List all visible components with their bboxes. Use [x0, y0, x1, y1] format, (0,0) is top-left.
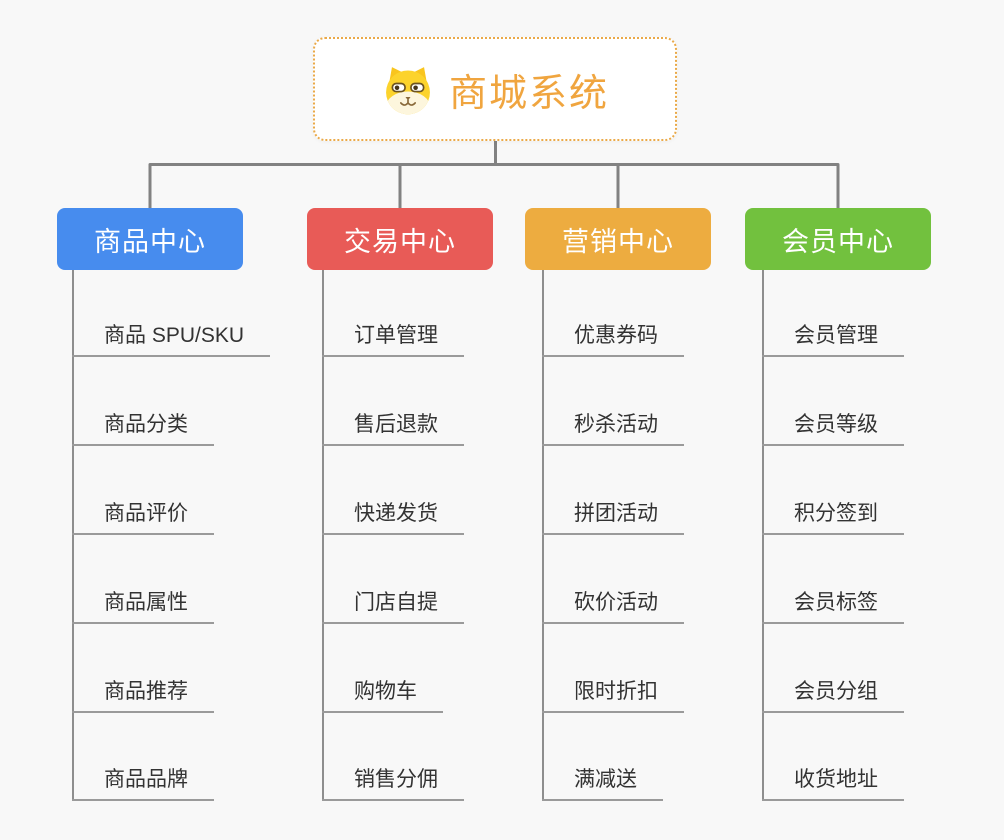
- branch-item[interactable]: 商品分类: [72, 402, 214, 446]
- branch-item[interactable]: 砍价活动: [542, 580, 684, 624]
- branch-item[interactable]: 满减送: [542, 757, 663, 801]
- branch-item[interactable]: 会员等级: [762, 402, 904, 446]
- branch-item[interactable]: 收货地址: [762, 757, 904, 801]
- branch-item[interactable]: 商品评价: [72, 491, 214, 535]
- branch-header-marketing[interactable]: 营销中心: [525, 208, 711, 270]
- branch-item[interactable]: 商品 SPU/SKU: [72, 313, 271, 357]
- branch-item[interactable]: 拼团活动: [542, 491, 684, 535]
- branch-item[interactable]: 商品属性: [72, 580, 214, 624]
- branch-item[interactable]: 售后退款: [322, 402, 464, 446]
- branch-item[interactable]: 限时折扣: [542, 669, 684, 713]
- branch-item[interactable]: 会员管理: [762, 313, 904, 357]
- dog-face-icon: [386, 67, 430, 115]
- branch-header-member[interactable]: 会员中心: [745, 208, 931, 270]
- branch-item[interactable]: 销售分佣: [322, 757, 464, 801]
- root-node[interactable]: 商城系统: [313, 37, 677, 141]
- branch-item[interactable]: 会员标签: [762, 580, 904, 624]
- branch-item[interactable]: 门店自提: [322, 580, 464, 624]
- branch-item[interactable]: 会员分组: [762, 669, 904, 713]
- branch-header-product[interactable]: 商品中心: [57, 208, 243, 270]
- branch-item[interactable]: 购物车: [322, 669, 443, 713]
- branch-item[interactable]: 优惠券码: [542, 313, 684, 357]
- branch-item[interactable]: 积分签到: [762, 491, 904, 535]
- branch-header-trade[interactable]: 交易中心: [307, 208, 493, 270]
- branch-item[interactable]: 商品推荐: [72, 669, 214, 713]
- root-title: 商城系统: [448, 72, 609, 115]
- branch-item[interactable]: 商品品牌: [72, 757, 214, 801]
- branch-item[interactable]: 订单管理: [322, 313, 464, 357]
- branch-item[interactable]: 快递发货: [322, 491, 464, 535]
- branch-item[interactable]: 秒杀活动: [542, 402, 684, 446]
